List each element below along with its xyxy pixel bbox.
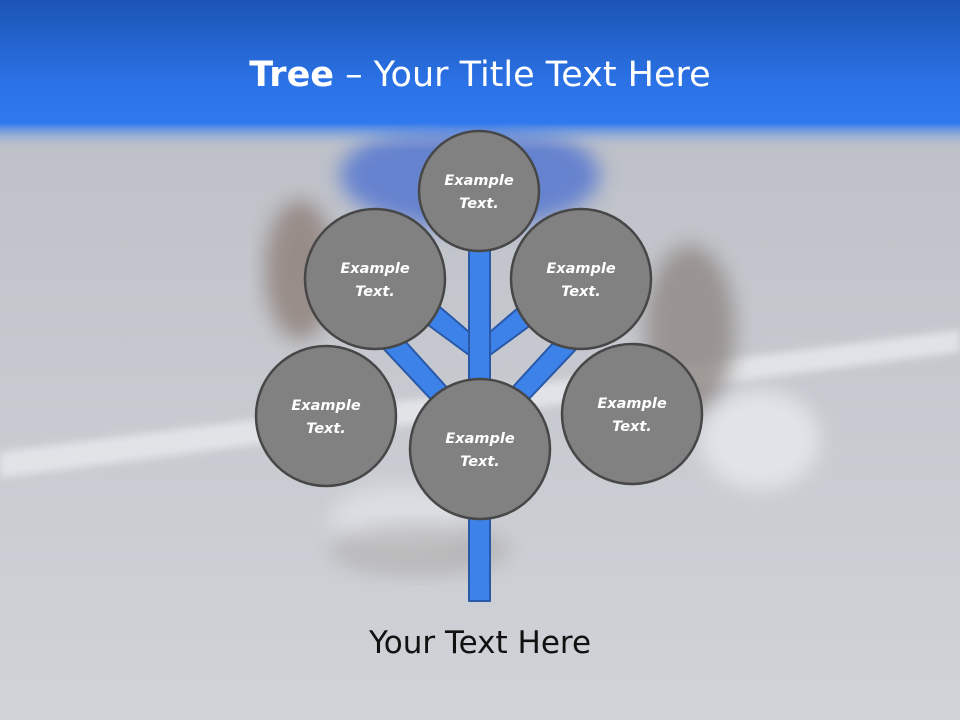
node-lower-right-line2: Text. — [612, 419, 652, 435]
node-lower-left: Example Text. — [254, 344, 398, 488]
slide-title: Tree – Your Title Text Here — [0, 52, 960, 98]
node-center-line1: Example — [445, 431, 515, 447]
node-center: Example Text. — [408, 377, 552, 521]
node-upper-right: Example Text. — [509, 207, 653, 351]
node-top-line1: Example — [444, 173, 514, 189]
node-upper-left: Example Text. — [303, 207, 447, 351]
node-upper-left-line2: Text. — [355, 284, 395, 300]
node-center-line2: Text. — [460, 454, 500, 470]
node-lower-right: Example Text. — [560, 342, 704, 486]
node-upper-right-line1: Example — [546, 261, 616, 277]
node-upper-left-line1: Example — [340, 261, 410, 277]
node-upper-right-line2: Text. — [561, 284, 601, 300]
node-top: Example Text. — [417, 129, 541, 253]
footer-text: Your Text Here — [368, 625, 592, 661]
title-rest: – Your Title Text Here — [334, 55, 711, 95]
title-bold: Tree — [249, 55, 335, 95]
node-lower-right-line1: Example — [597, 396, 667, 412]
node-lower-left-line1: Example — [291, 398, 361, 414]
node-lower-left-line2: Text. — [306, 421, 346, 437]
tree-nodes: Example Text. Example Text. Example Text… — [254, 129, 704, 521]
node-top-line2: Text. — [459, 196, 499, 212]
